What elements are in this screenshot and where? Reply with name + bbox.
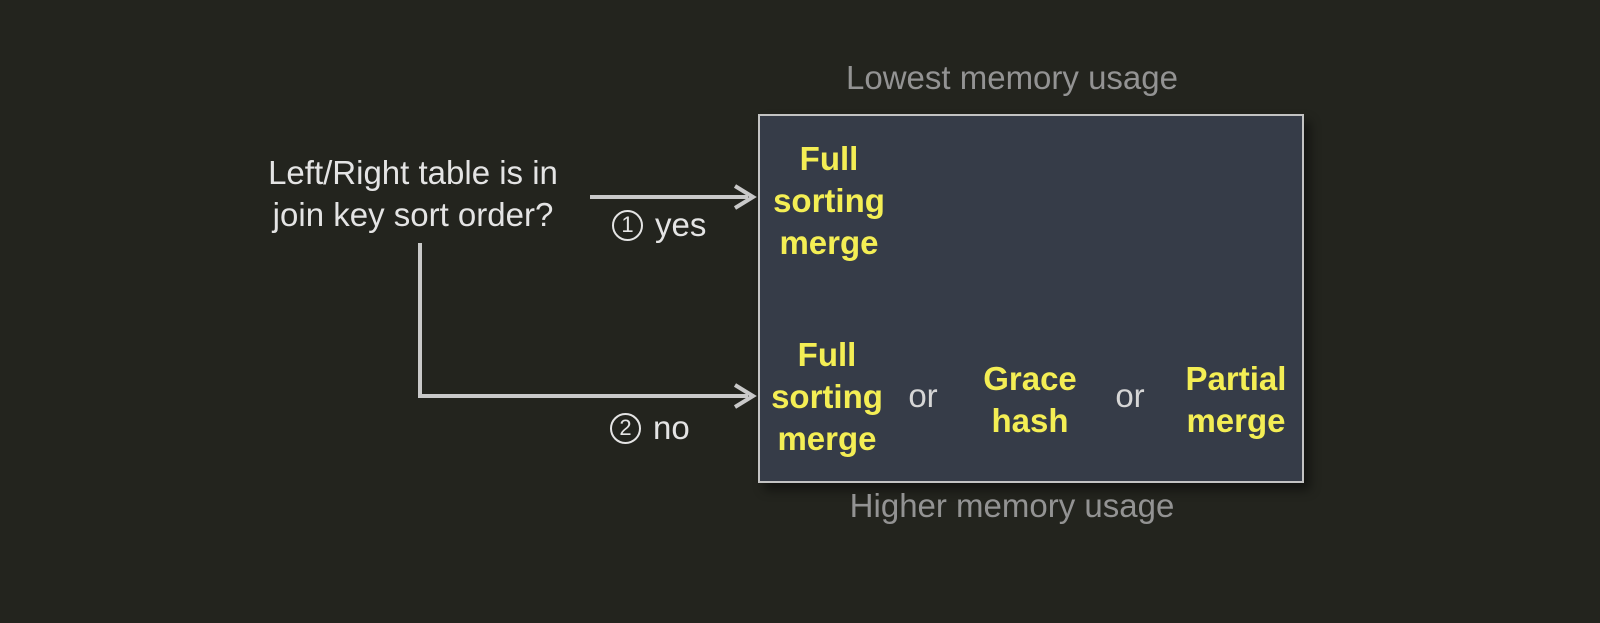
no-arrow-elbow-shaft [418, 243, 748, 398]
higher-memory-caption: Higher memory usage [849, 487, 1175, 524]
or-separator: or [908, 377, 938, 414]
circled-one-icon: 1 [612, 209, 643, 241]
algo-full-sorting-merge-sorted: Full sorting merge [773, 140, 885, 261]
or-separator: or [1115, 377, 1145, 414]
algo-full-sorting-merge-unsorted: Full sorting merge [771, 336, 883, 457]
yes-label-text: yes [655, 206, 707, 243]
no-arrow-head-icon [733, 383, 757, 409]
no-label-text: no [653, 409, 690, 446]
yes-branch-label: 1 yes [612, 204, 706, 246]
lowest-memory-caption: Lowest memory usage [846, 59, 1178, 96]
no-branch-label: 2 no [610, 407, 690, 449]
question-text: Left/Right table is in join key sort ord… [268, 154, 558, 233]
circled-two-icon: 2 [610, 412, 641, 444]
yes-arrow-head-icon [733, 184, 757, 210]
algo-partial-merge: Partial merge [1185, 360, 1287, 439]
algo-grace-hash: Grace hash [983, 360, 1077, 439]
join-algorithms-box: Full sorting merge Full sorting merge or… [758, 114, 1304, 483]
